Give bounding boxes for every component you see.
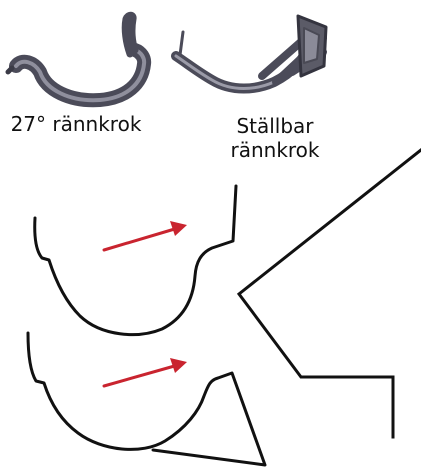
- adjustable-hook-label-line1: Ställbar: [210, 114, 340, 138]
- fixed-gutter-hook-image: [8, 15, 144, 100]
- adjustable-gutter-hook-image: [176, 16, 326, 89]
- adjustable-hook-label: Ställbar rännkrok: [210, 114, 340, 162]
- fixed-hook-label: 27° rännkrok: [6, 112, 146, 136]
- adjustable-hook-label-line2: rännkrok: [210, 138, 340, 162]
- roof-fascia-outline: [239, 146, 421, 437]
- lower-gutter-outline: [28, 333, 265, 465]
- upper-gutter-outline: [35, 186, 236, 335]
- upper-direction-arrow: [104, 221, 187, 250]
- lower-direction-arrow: [104, 358, 187, 386]
